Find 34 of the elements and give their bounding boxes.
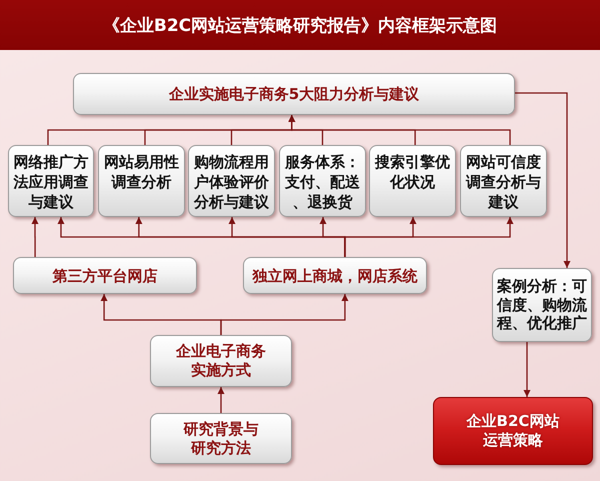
label-text: 网站易用性调查分析 [103, 152, 180, 192]
process-box [8, 145, 94, 217]
title-text: 《企业B2C网站运营策略研究报告》内容框架示意图 [102, 14, 498, 36]
process-box [460, 145, 547, 217]
process-box [369, 145, 456, 217]
process-box [433, 397, 593, 465]
arrow [32, 217, 38, 257]
label-text: 服务体系：支付、配送、退换货 [284, 152, 361, 212]
label-text: 购物流程用户体验评价分析与建议 [193, 152, 270, 212]
arrow [218, 387, 224, 413]
process-box [492, 268, 592, 342]
process-box [150, 335, 292, 387]
label-text: 第三方平台网店 [52, 266, 158, 286]
label-text: 搜索引擎优化状况 [374, 152, 451, 192]
label-text: 独立网上商城，网店系统 [252, 266, 418, 286]
label-text: 网站可信度调查分析与建议 [465, 152, 542, 212]
label-text: 企业实施电子商务5大阻力分析与建议 [168, 84, 420, 104]
arrow [288, 115, 511, 145]
arrow [220, 294, 348, 335]
process-box [73, 73, 515, 115]
process-box [243, 257, 427, 294]
label-text: 企业B2C网站运营策略 [466, 412, 560, 450]
label-text: 网络推广方法应用调查与建议 [12, 152, 90, 212]
arrow [515, 92, 570, 268]
process-box [13, 257, 197, 294]
process-box [98, 145, 185, 217]
label-text: 研究背景与研究方法 [182, 420, 260, 458]
arrow [524, 342, 530, 397]
process-box [279, 145, 366, 217]
label-text: 案例分析：可信度、购物流程、优化推广 [496, 277, 588, 333]
label-text: 企业电子商务实施方式 [175, 342, 267, 380]
process-box [150, 413, 292, 464]
arrow [344, 217, 514, 257]
process-box [188, 145, 275, 217]
